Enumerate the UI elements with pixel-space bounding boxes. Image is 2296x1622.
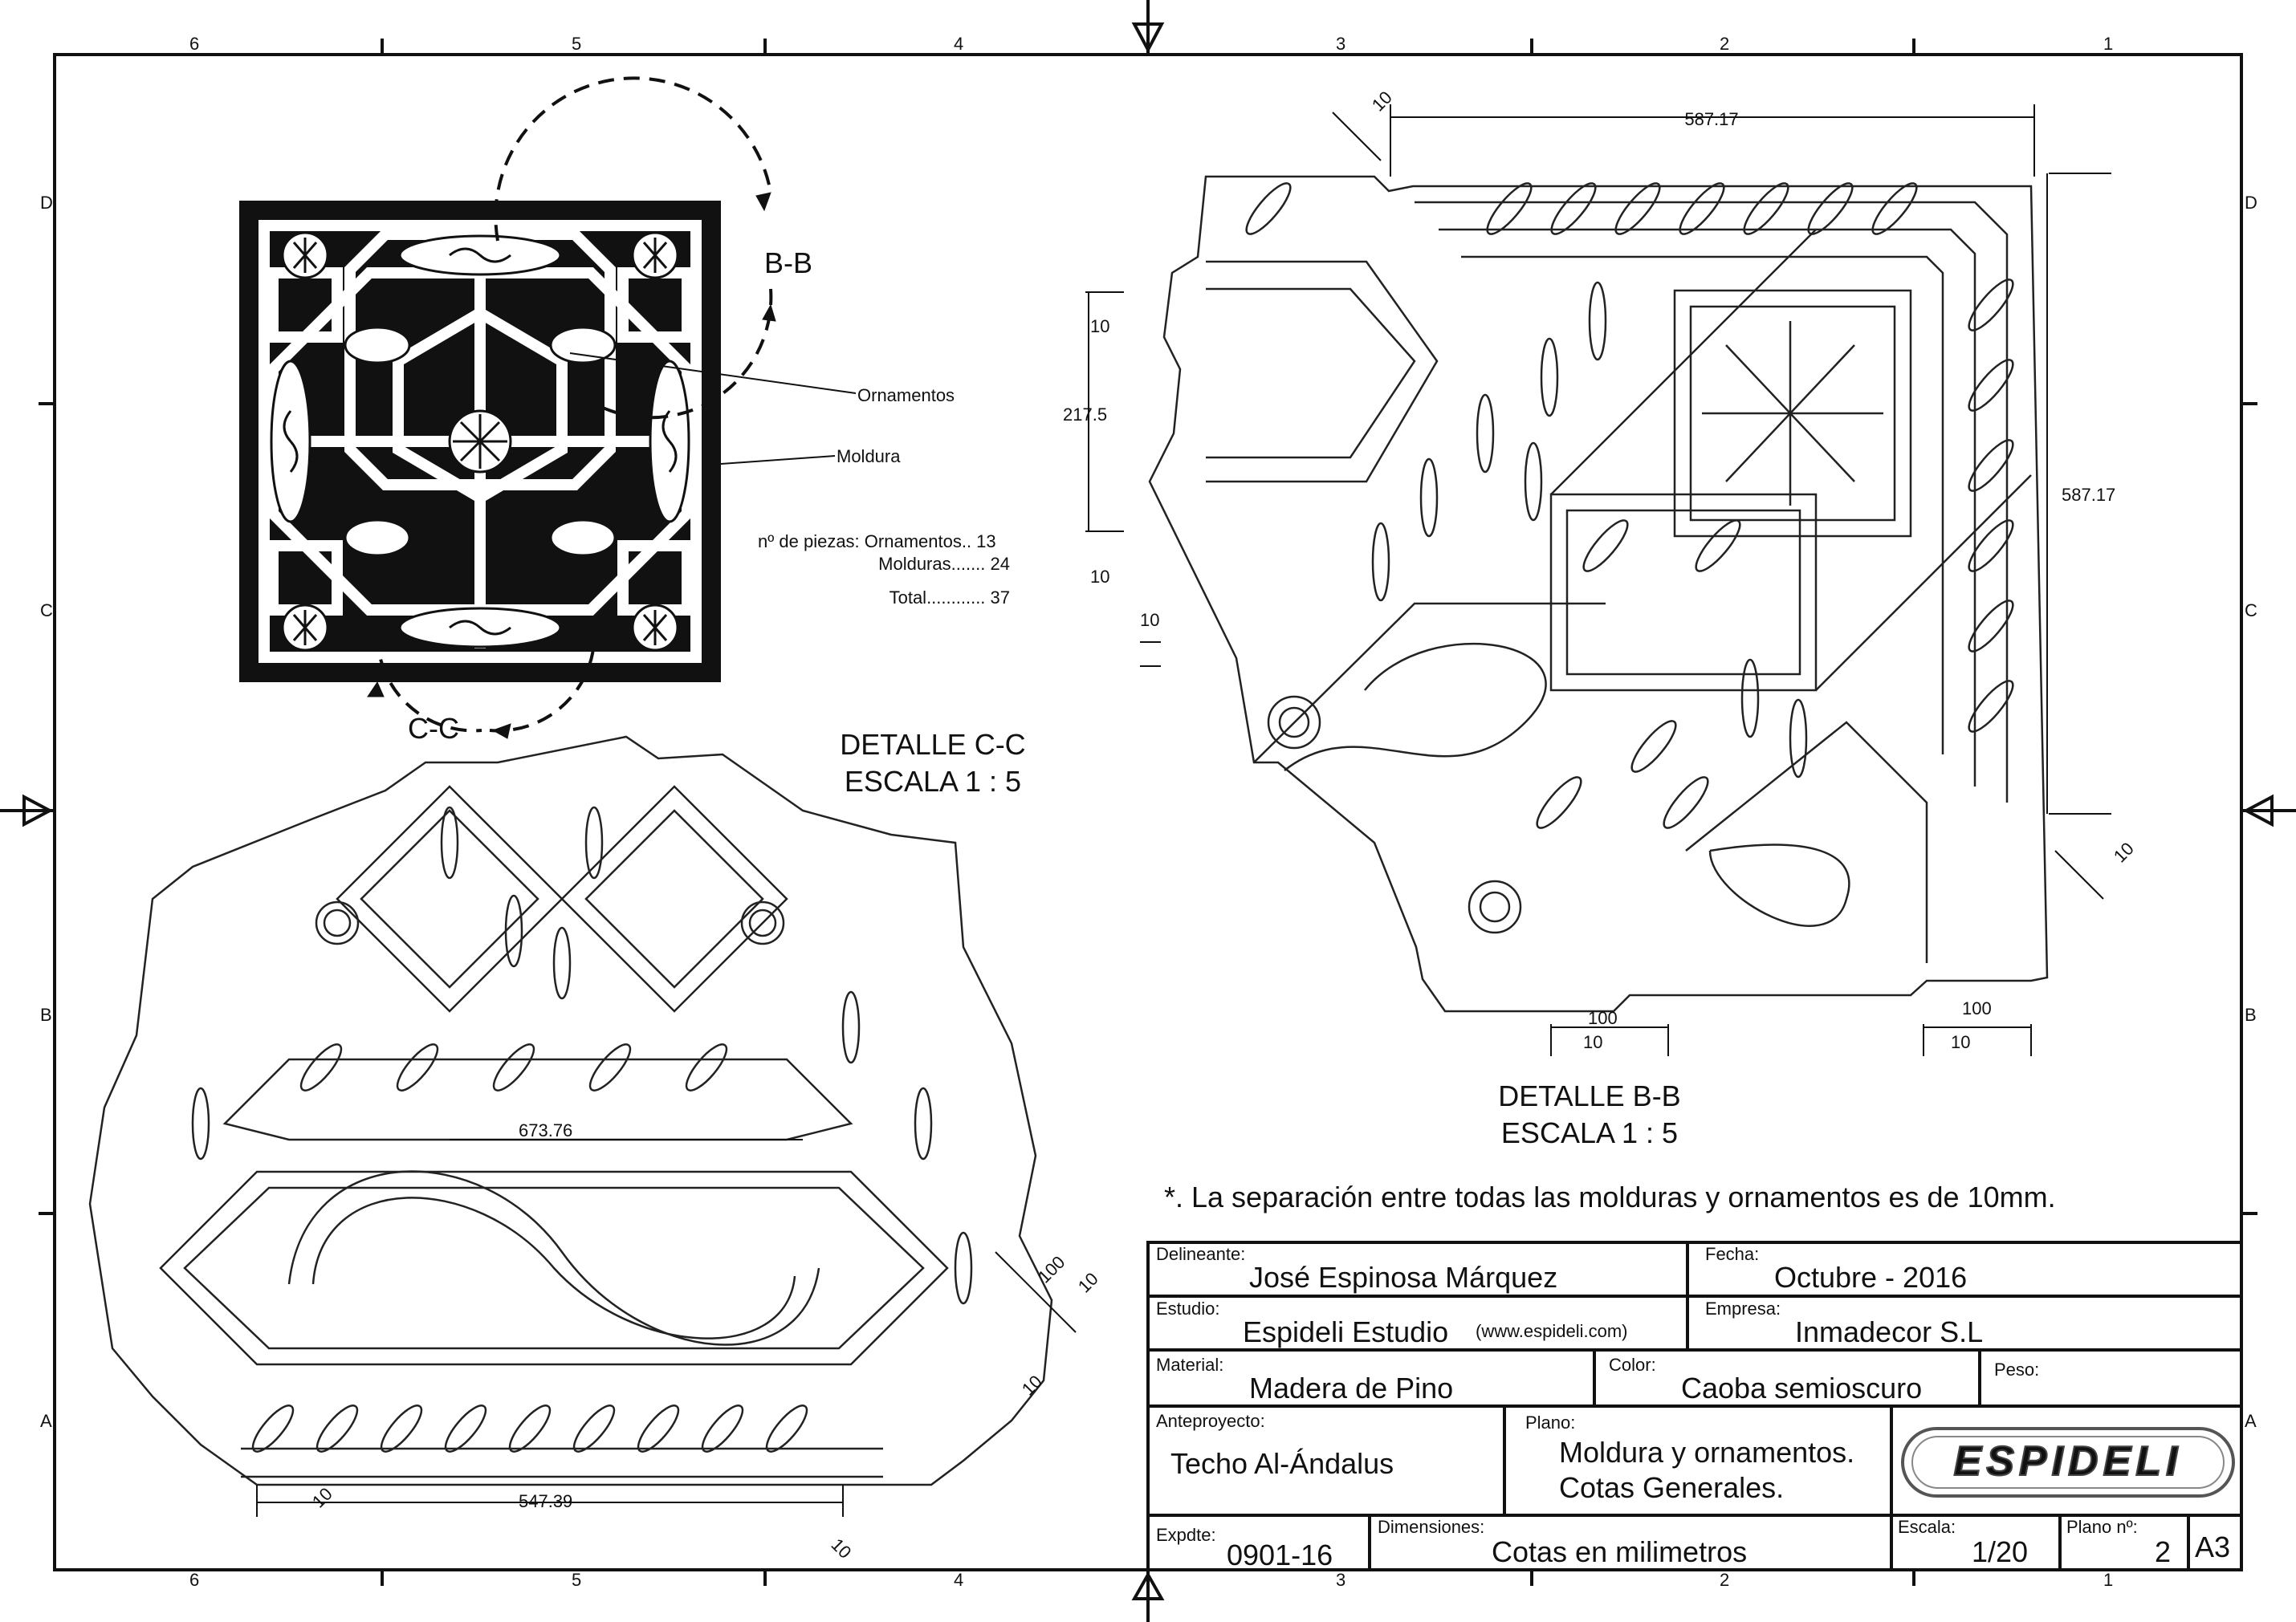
detail-bb-slots bbox=[1245, 182, 2014, 829]
pieces-ornamentos: nº de piezas: Ornamentos.. 13 bbox=[758, 531, 996, 551]
detail-bb-drawing bbox=[1148, 175, 2049, 1013]
color-value: Caoba semioscuro bbox=[1681, 1372, 1922, 1405]
callout-moldura: Moldura bbox=[837, 446, 901, 466]
dim-bb-corner-br: 10 bbox=[2110, 839, 2138, 867]
dim-bb-left-10: 10 bbox=[1140, 610, 1159, 630]
section-label-cc: C-C bbox=[408, 712, 459, 745]
zone-col-label: 3 bbox=[1336, 1570, 1345, 1590]
zone-row-label: B bbox=[40, 1005, 52, 1025]
key-plan-panel bbox=[239, 76, 857, 739]
detail-bb-scale: ESCALA 1 : 5 bbox=[1501, 1116, 1678, 1149]
material-label: Material: bbox=[1156, 1355, 1223, 1375]
empresa-value: Inmadecor S.L bbox=[1795, 1315, 1983, 1348]
dimensiones-label: Dimensiones: bbox=[1378, 1517, 1484, 1537]
zone-row-label: A bbox=[2245, 1411, 2257, 1431]
espideli-logo: ESPIDELI bbox=[1901, 1427, 2235, 1498]
delineante-value: José Espinosa Márquez bbox=[1249, 1261, 1557, 1294]
detail-cc-dimensions bbox=[256, 1139, 1077, 1517]
peso-label: Peso: bbox=[1994, 1360, 2039, 1380]
escala-value: 1/20 bbox=[1972, 1535, 2028, 1568]
section-label-bb: B-B bbox=[764, 246, 812, 279]
plano-line2: Cotas Generales. bbox=[1559, 1471, 1784, 1504]
dim-bb-left-10: 10 bbox=[1090, 567, 1109, 587]
detail-cc-title: DETALLE C-C bbox=[840, 728, 1025, 761]
plano-no-value: 2 bbox=[2155, 1535, 2171, 1568]
fecha-label: Fecha: bbox=[1705, 1244, 1759, 1264]
zone-col-label: 4 bbox=[954, 1570, 963, 1590]
pieces-total: Total............ 37 bbox=[889, 587, 1010, 608]
material-value: Madera de Pino bbox=[1249, 1372, 1453, 1405]
sheet-format: A3 bbox=[2195, 1531, 2230, 1563]
anteproyecto-value: Techo Al-Ándalus bbox=[1170, 1447, 1394, 1480]
dim-cc-10: 10 bbox=[1074, 1269, 1102, 1297]
anteproyecto-label: Anteproyecto: bbox=[1156, 1411, 1265, 1431]
expdte-value: 0901-16 bbox=[1227, 1539, 1333, 1571]
zone-col-label: 1 bbox=[2103, 34, 2113, 54]
pieces-molduras: Molduras....... 24 bbox=[878, 554, 1010, 574]
zone-col-label: 6 bbox=[189, 1570, 199, 1590]
dim-bb-left-10: 10 bbox=[1090, 316, 1109, 336]
detail-cc-scale: ESCALA 1 : 5 bbox=[845, 765, 1021, 798]
zone-col-label: 2 bbox=[1720, 34, 1729, 54]
title-block bbox=[1146, 1241, 2243, 1571]
zone-row-label: C bbox=[2245, 600, 2257, 620]
zone-ticks bbox=[39, 39, 2257, 1586]
zone-row-label: D bbox=[40, 193, 53, 213]
zone-col-label: 3 bbox=[1336, 34, 1345, 54]
zone-col-label: 5 bbox=[572, 34, 581, 54]
plano-label: Plano: bbox=[1525, 1413, 1575, 1433]
dim-cc-10: 10 bbox=[1018, 1372, 1046, 1400]
dim-cc-10: 10 bbox=[827, 1535, 855, 1563]
zone-row-label: C bbox=[40, 600, 53, 620]
dim-cc-100: 100 bbox=[1034, 1252, 1069, 1287]
zone-labels: 6 5 4 3 2 1 6 5 4 3 2 1 D C B A D C B A bbox=[40, 34, 2257, 1590]
logo-text: ESPIDELI bbox=[1954, 1438, 2183, 1485]
zone-row-label: A bbox=[40, 1411, 52, 1431]
zone-col-label: 4 bbox=[954, 34, 963, 54]
detail-cc-slots bbox=[191, 806, 973, 1453]
plano-line1: Moldura y ornamentos. bbox=[1559, 1436, 1854, 1469]
empresa-label: Empresa: bbox=[1705, 1299, 1781, 1319]
dim-bb-bot-100: 100 bbox=[1962, 998, 1992, 1018]
color-label: Color: bbox=[1609, 1355, 1656, 1375]
plano-no-label: Plano nº: bbox=[2066, 1517, 2138, 1537]
zone-col-label: 1 bbox=[2103, 1570, 2113, 1590]
detail-bb-dimensions bbox=[1085, 104, 2111, 1056]
dim-bb-bot-100: 100 bbox=[1588, 1008, 1618, 1028]
detail-bb-title: DETALLE B-B bbox=[1498, 1079, 1680, 1112]
dimensiones-value: Cotas en milimetros bbox=[1492, 1535, 1747, 1568]
dim-cc-547: 547.39 bbox=[519, 1491, 572, 1511]
escala-label: Escala: bbox=[1898, 1517, 1956, 1537]
zone-col-label: 2 bbox=[1720, 1570, 1729, 1590]
expdte-label: Expdte: bbox=[1156, 1525, 1216, 1545]
detail-cc-drawing bbox=[88, 735, 1053, 1486]
zone-col-label: 6 bbox=[189, 34, 199, 54]
dim-bb-bot-10: 10 bbox=[1951, 1032, 1970, 1052]
fecha-value: Octubre - 2016 bbox=[1774, 1261, 1967, 1294]
separation-note: *. La separación entre todas las moldura… bbox=[1164, 1181, 2056, 1213]
zone-col-label: 5 bbox=[572, 1570, 581, 1590]
zone-row-label: B bbox=[2245, 1005, 2257, 1025]
delineante-label: Delineante: bbox=[1156, 1244, 1245, 1264]
estudio-label: Estudio: bbox=[1156, 1299, 1220, 1319]
callout-ornamentos: Ornamentos bbox=[857, 385, 955, 405]
dim-bb-left-217: 217.5 bbox=[1063, 404, 1107, 425]
estudio-value: Espideli Estudio bbox=[1243, 1315, 1448, 1348]
estudio-website: (www.espideli.com) bbox=[1476, 1321, 1628, 1341]
dim-bb-right: 587.17 bbox=[2062, 485, 2115, 505]
zone-row-label: D bbox=[2245, 193, 2257, 213]
dim-bb-corner-tl: 10 bbox=[1368, 87, 1396, 116]
dim-bb-top: 587.17 bbox=[1684, 109, 1738, 129]
dim-bb-bot-10: 10 bbox=[1583, 1032, 1602, 1052]
dim-cc-10: 10 bbox=[308, 1484, 336, 1512]
dim-cc-673: 673.76 bbox=[519, 1120, 572, 1140]
